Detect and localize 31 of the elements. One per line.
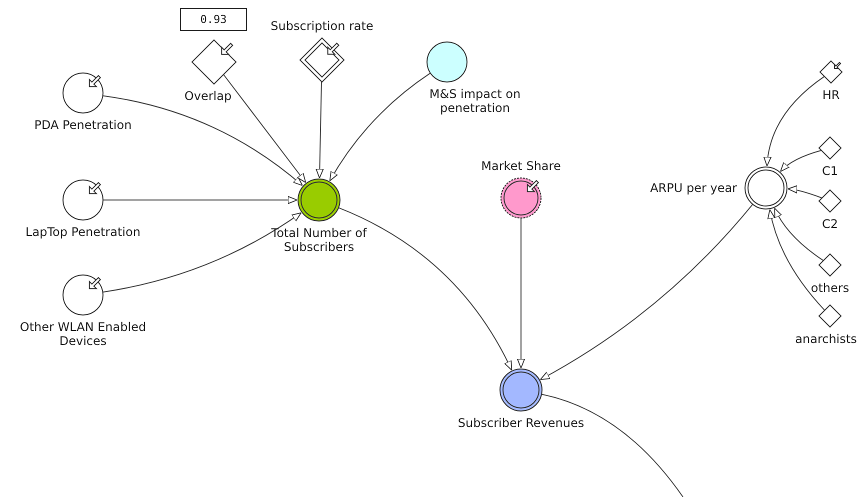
node-label: LapTop Penetration (24, 225, 142, 239)
node-label: Overlap (183, 89, 233, 103)
node-label: Market Share (480, 159, 562, 173)
arrow (329, 72, 431, 182)
node-label: Subscription rate (270, 19, 374, 33)
node-label: PDA Penetration (33, 118, 133, 132)
node-label: Total Number of Subscribers (270, 226, 368, 254)
node-label: others (810, 281, 850, 295)
arrow (540, 204, 754, 380)
arrow (102, 95, 303, 186)
node-label: Other WLAN Enabled Devices (18, 320, 148, 348)
arrow (102, 212, 302, 293)
arrow (780, 150, 822, 172)
node-label: HR (821, 88, 841, 102)
node-label: anarchists (794, 332, 858, 346)
value-box: 0.93 (180, 8, 247, 31)
arrow (516, 218, 526, 368)
node-label: C1 (820, 164, 839, 178)
node-label: Subscriber Revenues (456, 416, 586, 430)
connector-line (541, 394, 684, 497)
arrow (102, 196, 298, 204)
arrow (316, 81, 324, 178)
node-label: M&S impact on penetration (428, 87, 522, 115)
arrow (223, 74, 306, 183)
arrow (788, 186, 822, 198)
arrow (768, 209, 826, 311)
arrow (774, 208, 824, 262)
node-label: ARPU per year (649, 181, 738, 195)
node-label: C2 (820, 217, 839, 231)
arrow (764, 76, 825, 166)
arrow (338, 207, 512, 371)
